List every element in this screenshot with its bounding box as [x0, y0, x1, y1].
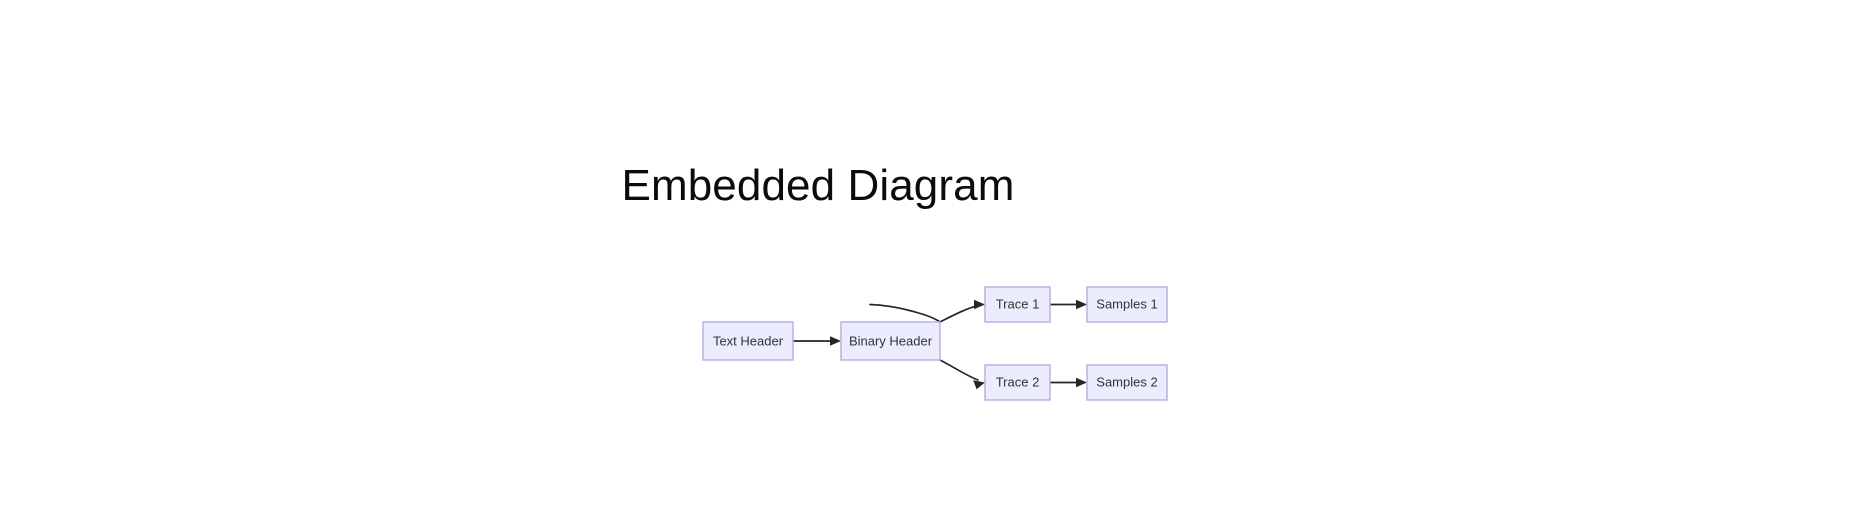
- node-box[interactable]: [840, 321, 941, 361]
- node-box[interactable]: [984, 364, 1051, 401]
- edge-trace-2-to-samples-2: [1049, 377, 1087, 388]
- node-trace-2[interactable]: Trace 2: [984, 364, 1051, 401]
- node-label: Trace 1: [996, 296, 1040, 311]
- node-label: Binary Header: [849, 333, 933, 348]
- node-box[interactable]: [1086, 286, 1168, 323]
- node-samples-1[interactable]: Samples 1: [1086, 286, 1168, 323]
- edge-trace-1-to-samples-1: [1049, 299, 1087, 310]
- edge-binary-header-to-trace-2: [939, 359, 985, 390]
- node-box[interactable]: [1086, 364, 1168, 401]
- node-box[interactable]: [984, 286, 1051, 323]
- arrowhead-icon: [830, 336, 841, 346]
- node-label: Samples 1: [1096, 296, 1157, 311]
- arrowhead-icon: [973, 380, 985, 390]
- node-label: Trace 2: [996, 374, 1040, 389]
- flowchart-svg: Text Header Binary Header Trace 1 Sample…: [702, 286, 1168, 401]
- node-text-header[interactable]: Text Header: [702, 321, 794, 361]
- node-label: Text Header: [713, 333, 784, 348]
- page-title: Embedded Diagram: [621, 161, 1015, 210]
- edge-line: [869, 303, 941, 323]
- arrowhead-icon: [1076, 377, 1087, 388]
- node-trace-1[interactable]: Trace 1: [984, 286, 1051, 323]
- edge-line: [939, 359, 979, 381]
- node-samples-2[interactable]: Samples 2: [1086, 364, 1168, 401]
- embedded-flowchart-diagram: Text Header Binary Header Trace 1 Sample…: [690, 272, 1190, 412]
- arrowhead-icon: [1076, 299, 1087, 310]
- edge-binary-header-to-trace-1: [869, 299, 985, 323]
- node-box[interactable]: [702, 321, 794, 361]
- arrowhead-icon: [974, 299, 985, 310]
- edge-line-tail: [939, 304, 979, 323]
- node-binary-header[interactable]: Binary Header: [840, 321, 941, 361]
- node-label: Samples 2: [1096, 374, 1157, 389]
- edge-text-header-to-binary-header: [792, 336, 841, 346]
